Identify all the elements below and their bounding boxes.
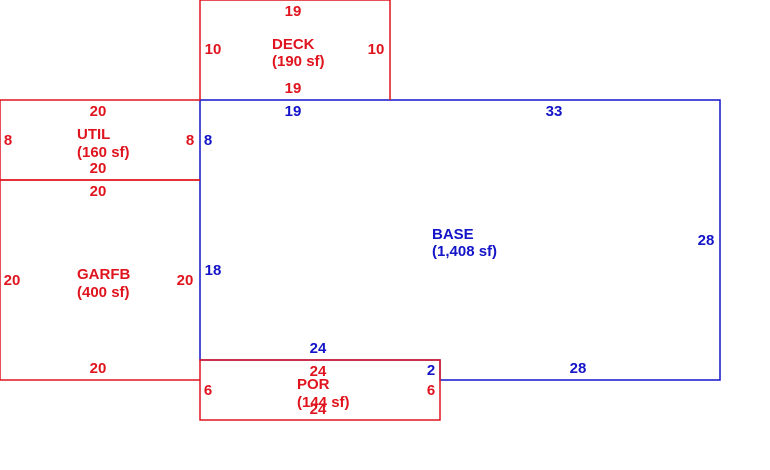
garfb-area: 20 20 20 20 GARFB (400 sf) — [0, 179, 200, 381]
deck-name-label: DECK — [272, 36, 315, 53]
deck-area: 19 19 10 10 DECK (190 sf) — [199, 0, 391, 100]
garfb-area-label: (400 sf) — [77, 284, 130, 301]
base-left-lower-dim: 18 — [205, 262, 222, 279]
base-name-label: BASE — [432, 226, 474, 243]
por-area-label: (144 sf) — [297, 394, 350, 411]
deck-area-label: (190 sf) — [272, 53, 325, 70]
garfb-top-dim: 20 — [90, 183, 107, 200]
base-left-upper-dim: 8 — [204, 132, 212, 149]
base-area: 19 33 28 8 18 24 2 28 BASE (1,408 sf) — [199, 99, 721, 381]
util-area: 20 20 8 8 UTIL (160 sf) — [0, 99, 200, 181]
garfb-name-label: GARFB — [77, 266, 130, 283]
deck-left-dim: 10 — [205, 41, 222, 58]
deck-outline — [199, 0, 391, 100]
deck-bottom-dim: 19 — [285, 80, 302, 97]
por-name-label: POR — [297, 376, 330, 393]
util-top-dim: 20 — [90, 103, 107, 120]
por-outline — [199, 359, 441, 421]
base-top-right-dim: 33 — [546, 103, 563, 120]
util-name-label: UTIL — [77, 126, 110, 143]
por-top-dim: 24 — [310, 363, 327, 380]
util-right-dim: 8 — [186, 132, 194, 149]
por-left-dim: 6 — [204, 382, 212, 399]
base-right-dim: 28 — [698, 232, 715, 249]
deck-top-dim: 19 — [285, 3, 302, 20]
util-left-dim: 8 — [4, 132, 12, 149]
por-right-dim: 6 — [427, 382, 435, 399]
util-bottom-dim: 20 — [90, 160, 107, 177]
base-bottom-left-dim: 24 — [310, 340, 327, 357]
base-area-label: (1,408 sf) — [432, 243, 497, 260]
deck-right-dim: 10 — [368, 41, 385, 58]
por-bottom-dim: 24 — [310, 401, 327, 418]
garfb-bottom-dim: 20 — [90, 360, 107, 377]
garfb-outline — [0, 179, 200, 381]
por-area: 24 24 6 6 POR (144 sf) — [199, 359, 441, 421]
base-top-left-dim: 19 — [285, 103, 302, 120]
util-area-label: (160 sf) — [77, 144, 130, 161]
base-bottom-step-dim: 2 — [427, 362, 435, 379]
garfb-left-dim: 20 — [4, 272, 21, 289]
base-bottom-right-dim: 28 — [570, 360, 587, 377]
garfb-right-dim: 20 — [177, 272, 194, 289]
